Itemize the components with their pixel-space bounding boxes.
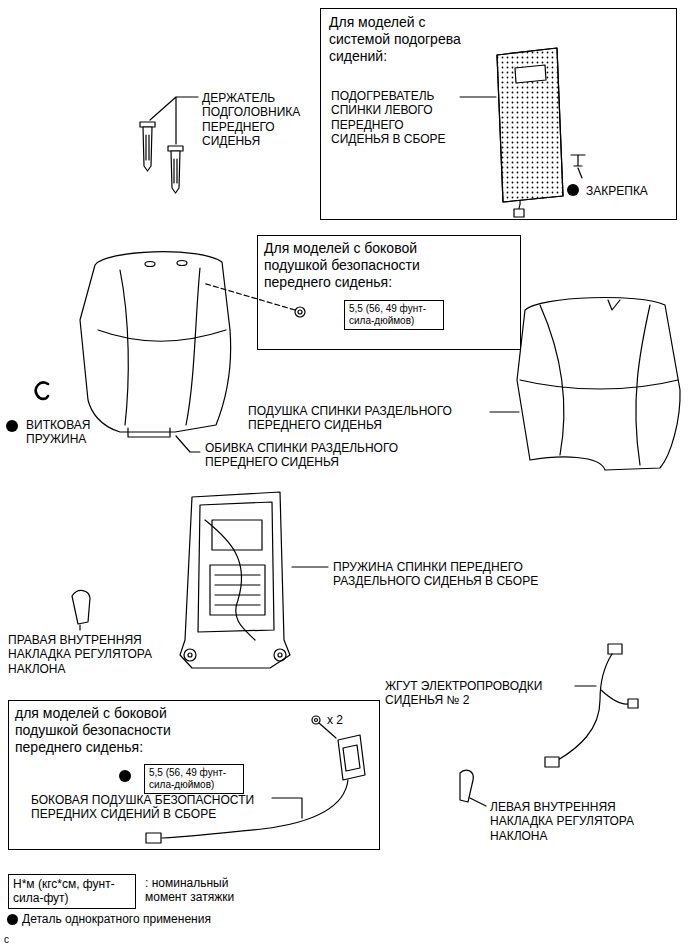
headrest-holder xyxy=(143,127,152,171)
box-heading: для моделей с боковой подушкой безопасно… xyxy=(15,705,185,755)
part-name: ПРАВАЯ ВНУТРЕННЯЯ НАКЛАДКА РЕГУЛЯТОРА НА… xyxy=(8,633,173,676)
legend-text: Деталь однократного применения xyxy=(22,912,211,926)
part-name: ВИТКОВАЯ ПРУЖИНА xyxy=(26,418,116,447)
seat-back-cover xyxy=(177,261,187,266)
seat-heater xyxy=(515,65,546,83)
seat-heater xyxy=(497,48,563,217)
legend-note: : номинальный момент затяжки xyxy=(145,876,255,905)
seat-heater xyxy=(497,48,563,202)
seat-back-frame xyxy=(212,520,262,550)
part-name: ЛЕВАЯ ВНУТРЕННЯЯ НАКЛАДКА РЕГУЛЯТОРА НАК… xyxy=(490,800,640,843)
seat-back-frame xyxy=(188,653,192,657)
recliner-cover xyxy=(460,770,473,802)
seat-back-cover xyxy=(128,428,170,437)
part-name: ОБИВКА СПИНКИ РАЗДЕЛЬНОГО ПЕРЕДНЕГО СИДЕ… xyxy=(205,441,440,470)
leader-line xyxy=(176,436,200,452)
seat-back-frame xyxy=(274,649,286,661)
leader-line xyxy=(150,97,198,144)
part-name: ЗАКРЕПКА xyxy=(586,184,671,198)
leader-line xyxy=(490,411,519,412)
nut xyxy=(315,719,318,722)
quantity: x 2 xyxy=(327,713,367,727)
part-name: БОКОВАЯ ПОДУШКА БЕЗОПАСНОСТИ ПЕРЕДНИХ СИ… xyxy=(31,793,301,822)
legend-box: Н*м (кгс*см, фунт-сила-фут) xyxy=(8,874,136,909)
seat-back-frame xyxy=(205,520,255,640)
seat-back-cover xyxy=(80,252,231,437)
single-use-dot xyxy=(6,420,18,432)
headrest-holder xyxy=(168,146,183,151)
seat-back-pad xyxy=(608,300,620,310)
side-airbag xyxy=(343,745,360,771)
seat-back-frame xyxy=(184,649,196,661)
wire-harness xyxy=(608,644,622,654)
recliner-cover xyxy=(72,590,90,624)
torque-box: 5,5 (56, 49 фунт-сила-дюймов) xyxy=(344,300,444,330)
single-use-dot xyxy=(567,184,579,196)
single-use-dot xyxy=(7,914,18,925)
single-use-dot xyxy=(119,770,131,782)
headrest-holder xyxy=(174,159,177,183)
clip xyxy=(571,155,585,166)
wire-harness xyxy=(545,644,638,767)
seat-back-pad xyxy=(520,305,678,465)
seat-back-frame xyxy=(278,653,282,657)
torque-value: 5,5 (56, 49 фунт-сила-дюймов) xyxy=(349,303,439,327)
leader-line xyxy=(292,566,328,567)
wire-harness xyxy=(601,690,628,704)
seat-back-cover xyxy=(145,262,155,267)
torque-value: 5,5 (56, 49 фунт-сила-дюймов) xyxy=(149,767,239,791)
seat-heater xyxy=(497,48,563,202)
seat-back-frame xyxy=(180,492,290,668)
leader-line xyxy=(470,798,486,806)
headrest-holder xyxy=(140,122,155,127)
wire-harness xyxy=(628,699,638,708)
seat-back-cover xyxy=(98,268,226,425)
seat-back-frame xyxy=(180,492,290,668)
coil-spring xyxy=(36,383,48,399)
unit-text: Н*м (кгс*см, фунт-сила-фут) xyxy=(13,877,131,906)
box-heading: Для моделей с системой подогрева сидений… xyxy=(329,14,474,64)
side-airbag xyxy=(146,833,161,843)
box-heading: Для моделей с боковой подушкой безопасно… xyxy=(264,240,434,290)
leader-line xyxy=(79,625,80,630)
headrest-holder xyxy=(146,135,149,160)
wire-harness xyxy=(558,654,612,760)
leader-line xyxy=(460,96,496,97)
figure-code: c xyxy=(4,934,24,946)
nut xyxy=(295,307,305,317)
leader-line xyxy=(272,798,302,818)
wire-harness xyxy=(545,757,559,767)
condition-box: для моделей с боковой подушкой безопасно… xyxy=(8,700,380,850)
leader-line xyxy=(578,168,582,178)
legend-row: Деталь однократного применения xyxy=(7,912,211,926)
part-name: ПОДОГРЕВАТЕЛЬ СПИНКИ ЛЕВОГО ПЕРЕДНЕГО СИ… xyxy=(331,89,456,147)
part-name: ПОДУШКА СПИНКИ РАЗДЕЛЬНОГО ПЕРЕДНЕГО СИД… xyxy=(248,404,483,433)
torque-box: 5,5 (56, 49 фунт-сила-дюймов) xyxy=(144,764,244,794)
side-airbag xyxy=(146,735,365,843)
clip xyxy=(571,155,585,166)
side-airbag xyxy=(338,735,365,780)
nut xyxy=(298,310,302,314)
leader-line xyxy=(575,685,596,686)
part-name: ДЕРЖАТЕЛЬ ПОДГОЛОВНИКА ПЕРЕДНЕГО СИДЕНЬЯ xyxy=(202,91,317,149)
headrest-holder xyxy=(171,151,180,193)
condition-box: Для моделей с боковой подушкой безопасно… xyxy=(257,235,521,350)
nut xyxy=(295,307,305,317)
part-name: ПРУЖИНА СПИНКИ ПЕРЕДНЕГО РАЗДЕЛЬНОГО СИД… xyxy=(333,560,573,589)
part-name: ЖГУТ ЭЛЕКТРОПРОВОДКИ СИДЕНЬЯ № 2 xyxy=(385,679,571,708)
seat-back-cover xyxy=(80,252,231,432)
condition-box: Для моделей с системой подогрева сидений… xyxy=(320,8,677,220)
seat-heater xyxy=(514,209,524,217)
seat-back-pad xyxy=(517,298,680,470)
seat-back-frame xyxy=(210,565,265,615)
seat-back-pad xyxy=(517,298,680,470)
